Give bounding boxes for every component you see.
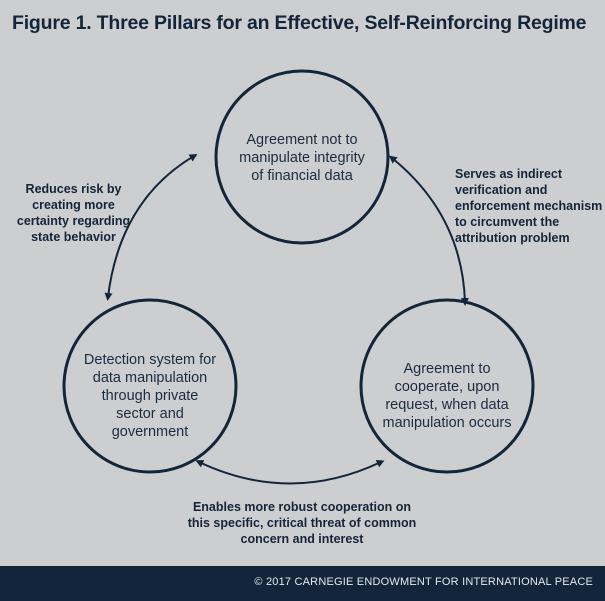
edge-label-left-right: Enables more robust cooperation on this … <box>187 500 417 546</box>
node-right-text: Agreement to cooperate, upon request, wh… <box>382 361 512 431</box>
circle-top <box>214 69 390 245</box>
copyright-text: © 2017 CARNEGIE ENDOWMENT FOR INTERNATIO… <box>254 576 593 588</box>
arrow-top-right <box>388 155 469 306</box>
edge-label-top-right: Serves as indirect verification and enfo… <box>455 167 603 245</box>
pillars-diagram <box>62 69 535 485</box>
footer-bar: © 2017 CARNEGIE ENDOWMENT FOR INTERNATIO… <box>0 566 605 601</box>
edge-label-left-top: Reduces risk by creating more certainty … <box>16 182 131 244</box>
node-left-text: Detection system for data manipulation t… <box>83 352 217 440</box>
figure-title: Figure 1. Three Pillars for an Effective… <box>12 12 587 34</box>
arrow-left-top <box>104 153 198 301</box>
arrow-left-right <box>195 460 385 485</box>
node-top-text: Agreement not to manipulate integrity of… <box>239 132 365 184</box>
